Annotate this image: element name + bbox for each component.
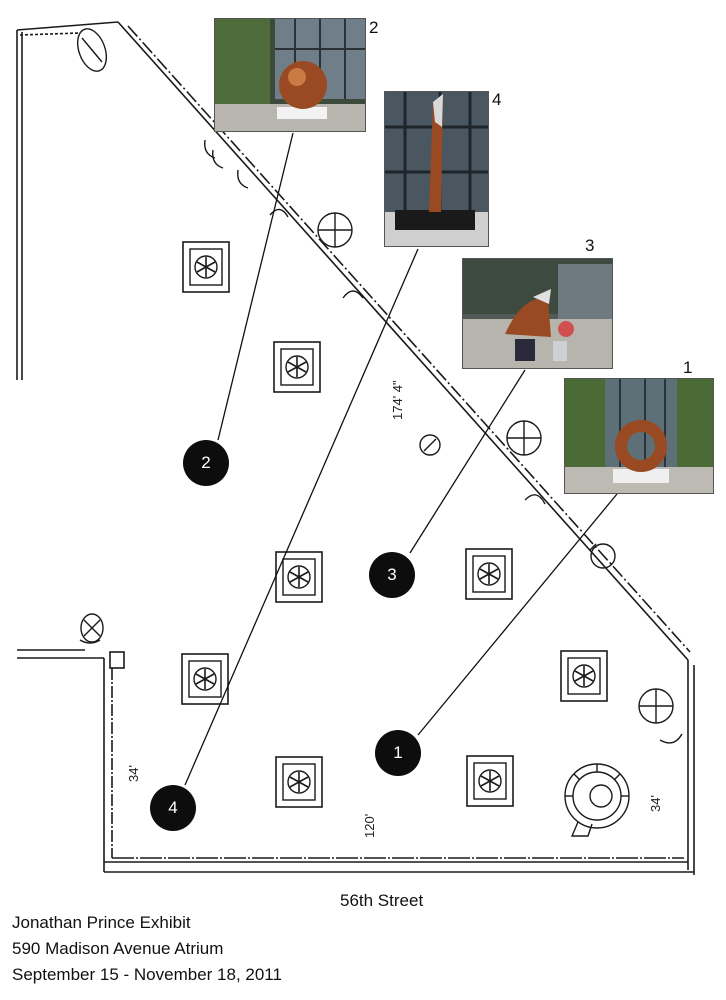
top-wall: [16, 21, 119, 31]
marker-3[interactable]: 3: [369, 552, 415, 598]
photo-number-4: 4: [492, 90, 502, 109]
leader-line-2: [217, 132, 294, 441]
exhibit-venue: 590 Madison Avenue Atrium: [12, 939, 224, 958]
photo-number-1: 1: [683, 358, 693, 377]
spiral-stair: [564, 763, 630, 837]
planter: [275, 756, 323, 808]
right-dimension: 34': [648, 795, 663, 812]
left-dimension: 34': [126, 765, 141, 782]
planter: [465, 548, 513, 600]
marker-4[interactable]: 4: [150, 785, 196, 831]
leader-line-1: [417, 493, 618, 736]
exhibit-caption: Jonathan Prince Exhibit 590 Madison Aven…: [12, 910, 282, 988]
photo-3: [462, 258, 613, 369]
photo-1: [564, 378, 714, 494]
planter: [560, 650, 608, 702]
photo-4: [384, 91, 489, 247]
diagonal-dimension: 174' 4": [390, 380, 405, 420]
planter: [273, 341, 321, 393]
marker-2[interactable]: 2: [183, 440, 229, 486]
planter: [466, 755, 514, 807]
planter: [181, 653, 229, 705]
street-label: 56th Street: [340, 891, 424, 910]
column-marker: [419, 434, 441, 456]
leader-line-3: [409, 369, 526, 554]
photo-2: [214, 18, 366, 132]
leader-line-4: [184, 248, 419, 786]
bottom-dimension: 120': [362, 813, 377, 838]
door-swing: [76, 28, 108, 72]
diagonal-wall: [117, 21, 689, 661]
photo-number-3: 3: [585, 236, 595, 255]
exhibit-title: Jonathan Prince Exhibit: [12, 913, 191, 932]
exhibit-dates: September 15 - November 18, 2011: [12, 965, 282, 984]
marker-1[interactable]: 1: [375, 730, 421, 776]
photo-number-2: 2: [369, 18, 379, 37]
planter: [182, 241, 230, 293]
